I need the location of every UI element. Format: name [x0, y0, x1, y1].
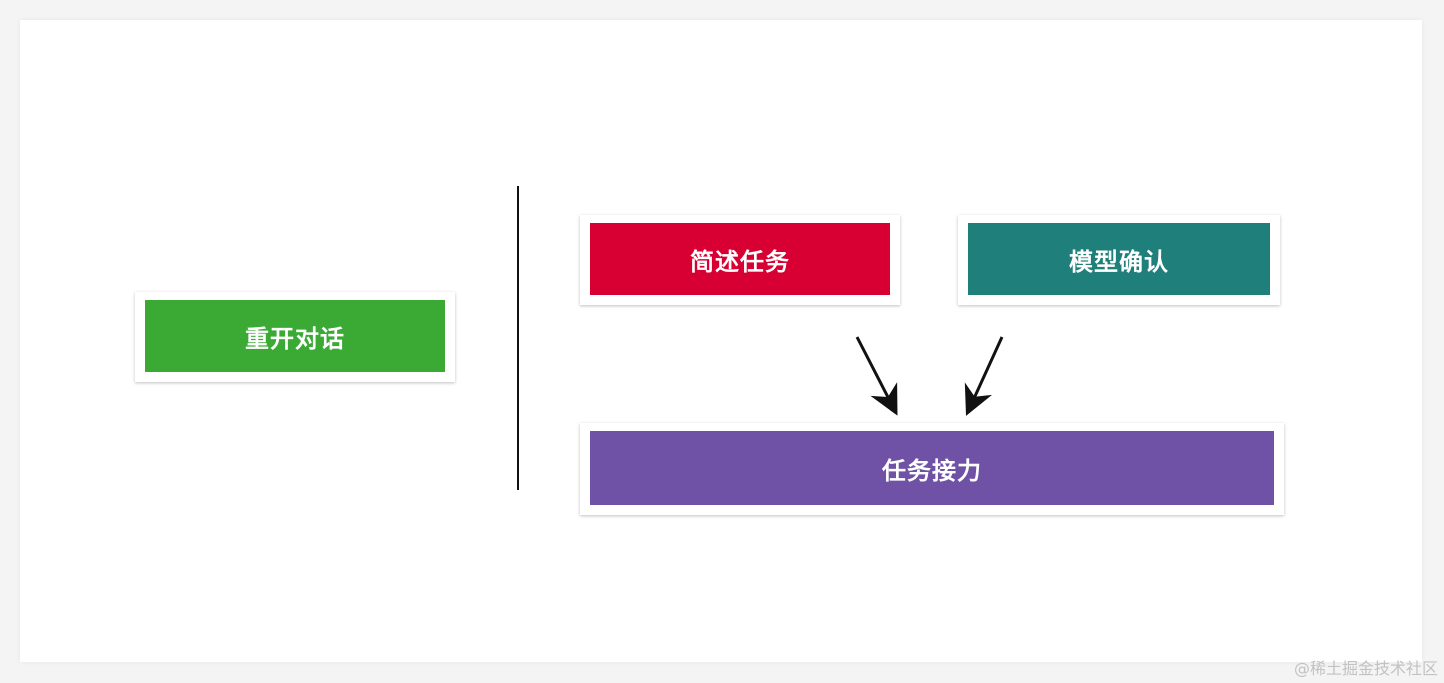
- restart-conversation-card: 重开对话: [135, 292, 455, 382]
- arrow-right: [964, 336, 1004, 416]
- task-relay-card: 任务接力: [580, 423, 1284, 515]
- model-confirm-box: 模型确认: [968, 223, 1270, 295]
- restart-conversation-box: 重开对话: [145, 300, 445, 372]
- arrows-layer: [855, 336, 1004, 416]
- describe-task-label: 简述任务: [690, 247, 790, 276]
- watermark: @稀土掘金技术社区: [1293, 659, 1438, 678]
- task-relay-label: 任务接力: [882, 456, 982, 485]
- describe-task-box: 简述任务: [590, 223, 890, 295]
- restart-conversation-label: 重开对话: [245, 324, 345, 353]
- section-divider: [517, 186, 519, 490]
- describe-task-card: 简述任务: [580, 215, 900, 305]
- model-confirm-card: 模型确认: [958, 215, 1280, 305]
- task-relay-box: 任务接力: [590, 431, 1274, 505]
- model-confirm-label: 模型确认: [1069, 247, 1169, 276]
- arrow-left: [855, 336, 898, 416]
- diagram-canvas: 重开对话 简述任务 模型确认 任务接力: [20, 20, 1422, 662]
